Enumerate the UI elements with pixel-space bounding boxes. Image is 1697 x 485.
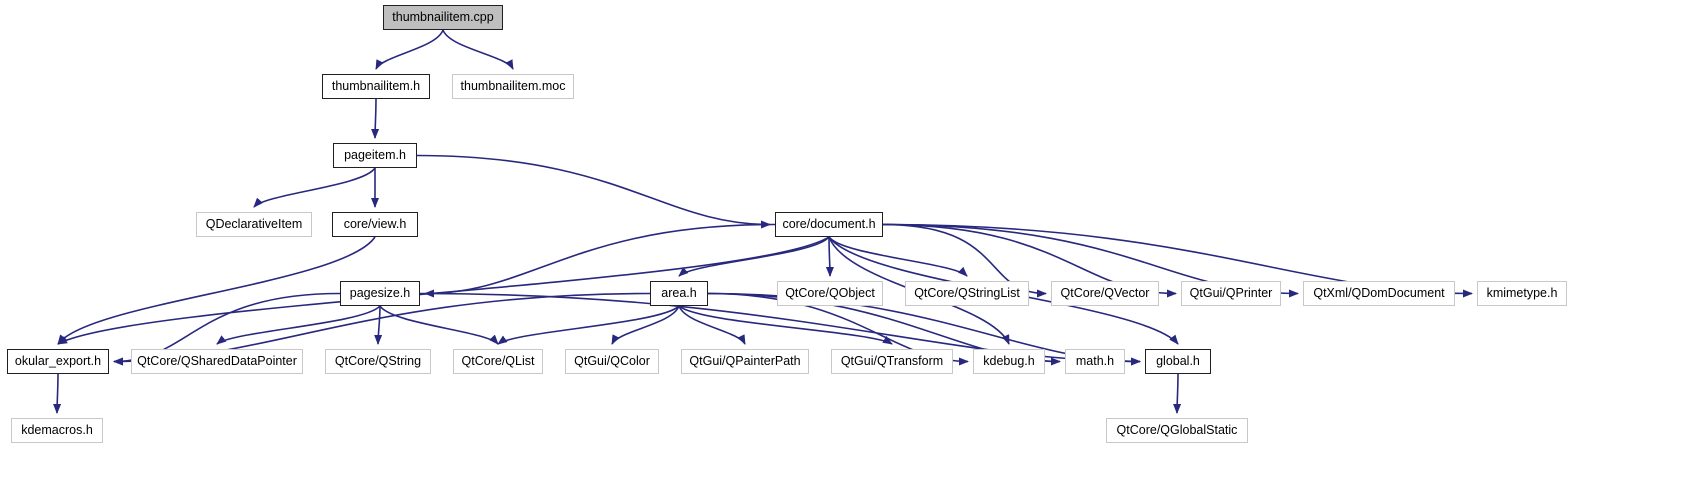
edge-area_h-to-qtgui_qtransform (678, 305, 893, 345)
graph-node-pagesize_h[interactable]: pagesize.h (340, 281, 420, 306)
graph-node-core_document_h[interactable]: core/document.h (775, 212, 883, 237)
graph-node-thumbnailitem_h[interactable]: thumbnailitem.h (322, 74, 430, 99)
graph-node-core_view_h[interactable]: core/view.h (332, 212, 418, 237)
graph-node-qtcore_qlist[interactable]: QtCore/QList (453, 349, 543, 374)
edge-core_document_h-to-qtcore_qobject (825, 236, 834, 277)
graph-node-qtgui_qprinter[interactable]: QtGui/QPrinter (1181, 281, 1281, 306)
graph-node-area_h[interactable]: area.h (650, 281, 708, 306)
graph-node-math_h[interactable]: math.h (1065, 349, 1125, 374)
edge-core_document_h-to-okular_export_h (57, 236, 830, 345)
graph-node-qtgui_qtransform[interactable]: QtGui/QTransform (831, 349, 953, 374)
edge-pageitem_h-to-qdeclarativeitem (253, 167, 376, 208)
graph-node-thumbnailitem_moc[interactable]: thumbnailitem.moc (452, 74, 574, 99)
graph-node-qdeclarativeitem[interactable]: QDeclarativeItem (196, 212, 312, 237)
edge-thumbnailitem_h-to-pageitem_h (371, 98, 380, 139)
edge-area_h-to-qtgui_qpainterpath (678, 305, 746, 345)
graph-node-qtcore_qshareddataptr[interactable]: QtCore/QSharedDataPointer (131, 349, 303, 374)
graph-node-okular_export_h[interactable]: okular_export.h (7, 349, 109, 374)
edge-area_h-to-qtcore_qlist (497, 305, 680, 345)
graph-node-global_h[interactable]: global.h (1145, 349, 1211, 374)
edge-pagesize_h-to-qtcore_qlist (379, 305, 499, 345)
graph-node-qtcore_qstring[interactable]: QtCore/QString (325, 349, 431, 374)
edge-global_h-to-qtcore_qglobalstatic (1173, 373, 1182, 414)
graph-node-qtcore_qobject[interactable]: QtCore/QObject (777, 281, 883, 306)
graph-node-pageitem_h[interactable]: pageitem.h (333, 143, 417, 168)
edge-core_document_h-to-area_h (678, 236, 830, 277)
graph-node-qtcore_qglobalstatic[interactable]: QtCore/QGlobalStatic (1106, 418, 1248, 443)
graph-node-thumbnailitem_cpp[interactable]: thumbnailitem.cpp (383, 5, 503, 30)
graph-node-kmimetype_h[interactable]: kmimetype.h (1477, 281, 1567, 306)
graph-node-qtcore_qstringlist[interactable]: QtCore/QStringList (905, 281, 1029, 306)
graph-node-kdemacros_h[interactable]: kdemacros.h (11, 418, 103, 443)
edge-core_view_h-to-okular_export_h (57, 236, 376, 345)
edge-area_h-to-qtgui_qcolor (611, 305, 680, 345)
edge-pagesize_h-to-qtcore_qshareddataptr (216, 305, 381, 345)
graph-node-qtgui_qpainterpath[interactable]: QtGui/QPainterPath (681, 349, 809, 374)
edge-core_document_h-to-qtcore_qstringlist (828, 236, 968, 277)
edge-thumbnailitem_cpp-to-thumbnailitem_h (375, 29, 444, 70)
graph-node-kdebug_h[interactable]: kdebug.h (973, 349, 1045, 374)
graph-node-qtxml_qdomdocument[interactable]: QtXml/QDomDocument (1303, 281, 1455, 306)
graph-node-qtcore_qvector[interactable]: QtCore/QVector (1051, 281, 1159, 306)
edge-pageitem_h-to-core_document_h (416, 154, 771, 229)
edge-core_document_h-to-pagesize_h (424, 223, 776, 298)
edge-okular_export_h-to-kdemacros_h (53, 373, 62, 414)
edge-pagesize_h-to-qtcore_qstring (374, 305, 383, 345)
edge-thumbnailitem_cpp-to-thumbnailitem_moc (442, 29, 514, 70)
graph-node-qtgui_qcolor[interactable]: QtGui/QColor (565, 349, 659, 374)
